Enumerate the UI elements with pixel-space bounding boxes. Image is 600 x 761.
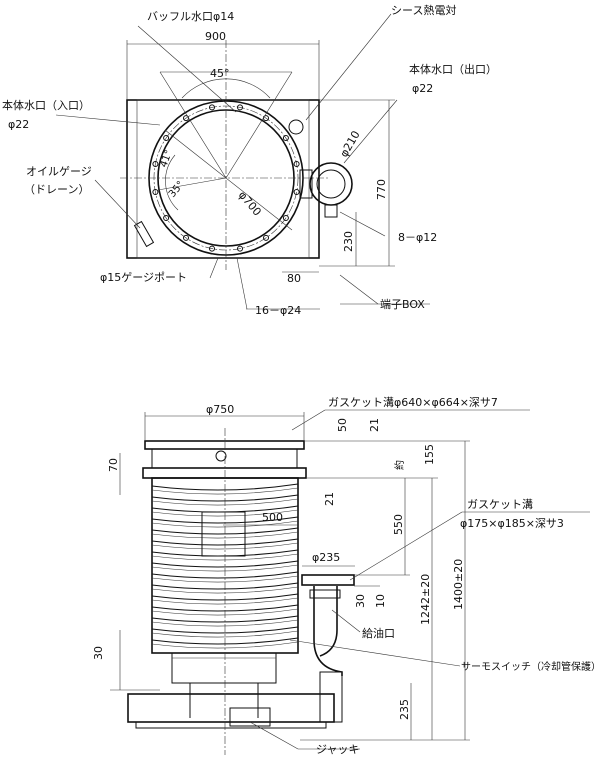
dim-21b-label: 21 (323, 492, 336, 506)
phi-235-label: φ235 (312, 551, 340, 564)
elbow-inner (319, 586, 338, 657)
gauge-port-label: φ15ゲージポート (100, 271, 187, 284)
angle-45-label: 45° (210, 67, 230, 80)
thermoswitch-label: サーモスイッチ（冷却管保護） (461, 660, 600, 673)
holes-16-label: 16－φ24 (255, 304, 301, 317)
top-flange (144, 440, 305, 450)
dim-1400-label: 1400±20 (452, 559, 465, 610)
baffle-port (215, 450, 227, 462)
dim-50-label: 50 (336, 418, 349, 432)
bolt-hole (282, 215, 289, 221)
outlet-flange (309, 162, 353, 206)
bolt-hole (183, 234, 189, 241)
side-port-flange (301, 574, 355, 586)
jack-label: ジャッキ (316, 743, 359, 756)
phi-210-label: φ210 (337, 129, 362, 160)
dim-1242-label: 1242±20 (419, 574, 432, 625)
coil-turn (151, 571, 299, 579)
outlet-bore (316, 169, 346, 199)
phi-700-label: φ700 (236, 189, 264, 219)
bolt-hole (293, 189, 300, 195)
coil-turn-shadow (151, 487, 299, 495)
dim-30a-label: 30 (354, 594, 367, 608)
jack (229, 707, 271, 727)
approx-label: 約 (393, 460, 406, 470)
oil-gauge (133, 220, 155, 248)
angle41-line (157, 177, 227, 191)
side-port-neck (309, 589, 341, 599)
dim-235-label: 235 (398, 699, 411, 720)
outlet-label: 本体水口（出口） (409, 62, 497, 76)
dim-10-label: 10 (374, 594, 387, 608)
coil-turn-shadow (151, 641, 299, 649)
inlet-dia-label: φ22 (8, 118, 29, 131)
width-900-label: 900 (205, 30, 226, 43)
dim-21a-label: 21 (368, 418, 381, 432)
dim-770-label: 770 (375, 179, 388, 200)
bolt-hole (282, 135, 289, 141)
bolt-hole (237, 104, 243, 111)
coil-turn-shadow (151, 542, 299, 550)
oil-inlet-label: 給油口 (362, 626, 395, 640)
terminal-box-label: 端子BOX (380, 298, 425, 311)
dim-30b-label: 30 (92, 646, 105, 660)
side-view: φ750 ガスケット溝φ640×φ664×深サ7 50 21 155 約 70 … (92, 396, 600, 756)
angle-arc (165, 154, 179, 211)
angle-45-lines (159, 71, 293, 179)
coil-turn-shadow (151, 630, 299, 638)
dim-230-label: 230 (342, 231, 355, 252)
bolt-hole (237, 245, 243, 252)
top-frame-inner (136, 99, 310, 259)
terminal-box (324, 204, 338, 218)
bolt-hole (152, 189, 159, 195)
bolt-hole (293, 161, 300, 167)
second-flange (142, 467, 307, 479)
bolt-hole (163, 215, 170, 221)
holes-8-label: 8－φ12 (398, 231, 437, 244)
outlet-dia-label: φ22 (412, 82, 433, 95)
phi700-line (164, 129, 293, 231)
drain-label: （ドレーン） (24, 183, 89, 196)
bolt-hole (163, 135, 170, 141)
coil-turn-shadow (151, 575, 299, 583)
outlet-neck (299, 169, 313, 199)
gasket-groove-side-label: ガスケット溝 (467, 498, 533, 511)
oil-gauge-label: オイルゲージ (26, 165, 92, 178)
dim-155-label: 155 (423, 444, 436, 465)
phi-750-label: φ750 (206, 403, 234, 416)
bolt-hole (263, 234, 269, 241)
base-plate (135, 721, 327, 729)
gasket-groove-top-label: ガスケット溝φ640×φ664×深サ7 (328, 396, 498, 409)
inlet-label: 本体水口（入口） (2, 98, 90, 112)
dim-500-label: 500 (262, 511, 283, 524)
coil-turn (151, 560, 299, 568)
angle-45-arc (181, 78, 271, 99)
top-view: バッフル水口φ14 シース熱電対 900 45° 本体水口（出口） φ22 本体… (2, 3, 497, 317)
thermocouple-circle (288, 119, 304, 135)
angle-41-label: 41° (158, 149, 174, 169)
coil-turn (151, 626, 299, 634)
center-window (201, 511, 246, 557)
sheath-thermocouple-label: シース熱電対 (391, 3, 456, 17)
baffle-water-port-label: バッフル水口φ14 (147, 10, 234, 23)
bolt-hole (209, 104, 215, 111)
dim-70-label: 70 (107, 458, 120, 472)
bolt-hole (209, 245, 215, 252)
dim-550-label: 550 (392, 514, 405, 535)
heater-box (171, 652, 277, 684)
angle-35-label: 35° (167, 179, 187, 200)
elbow-base (319, 671, 343, 723)
dim-80-label: 80 (287, 272, 301, 285)
gasket-groove-side-dims-label: φ175×φ185×深サ3 (460, 517, 564, 530)
bolt-hole (152, 161, 159, 167)
